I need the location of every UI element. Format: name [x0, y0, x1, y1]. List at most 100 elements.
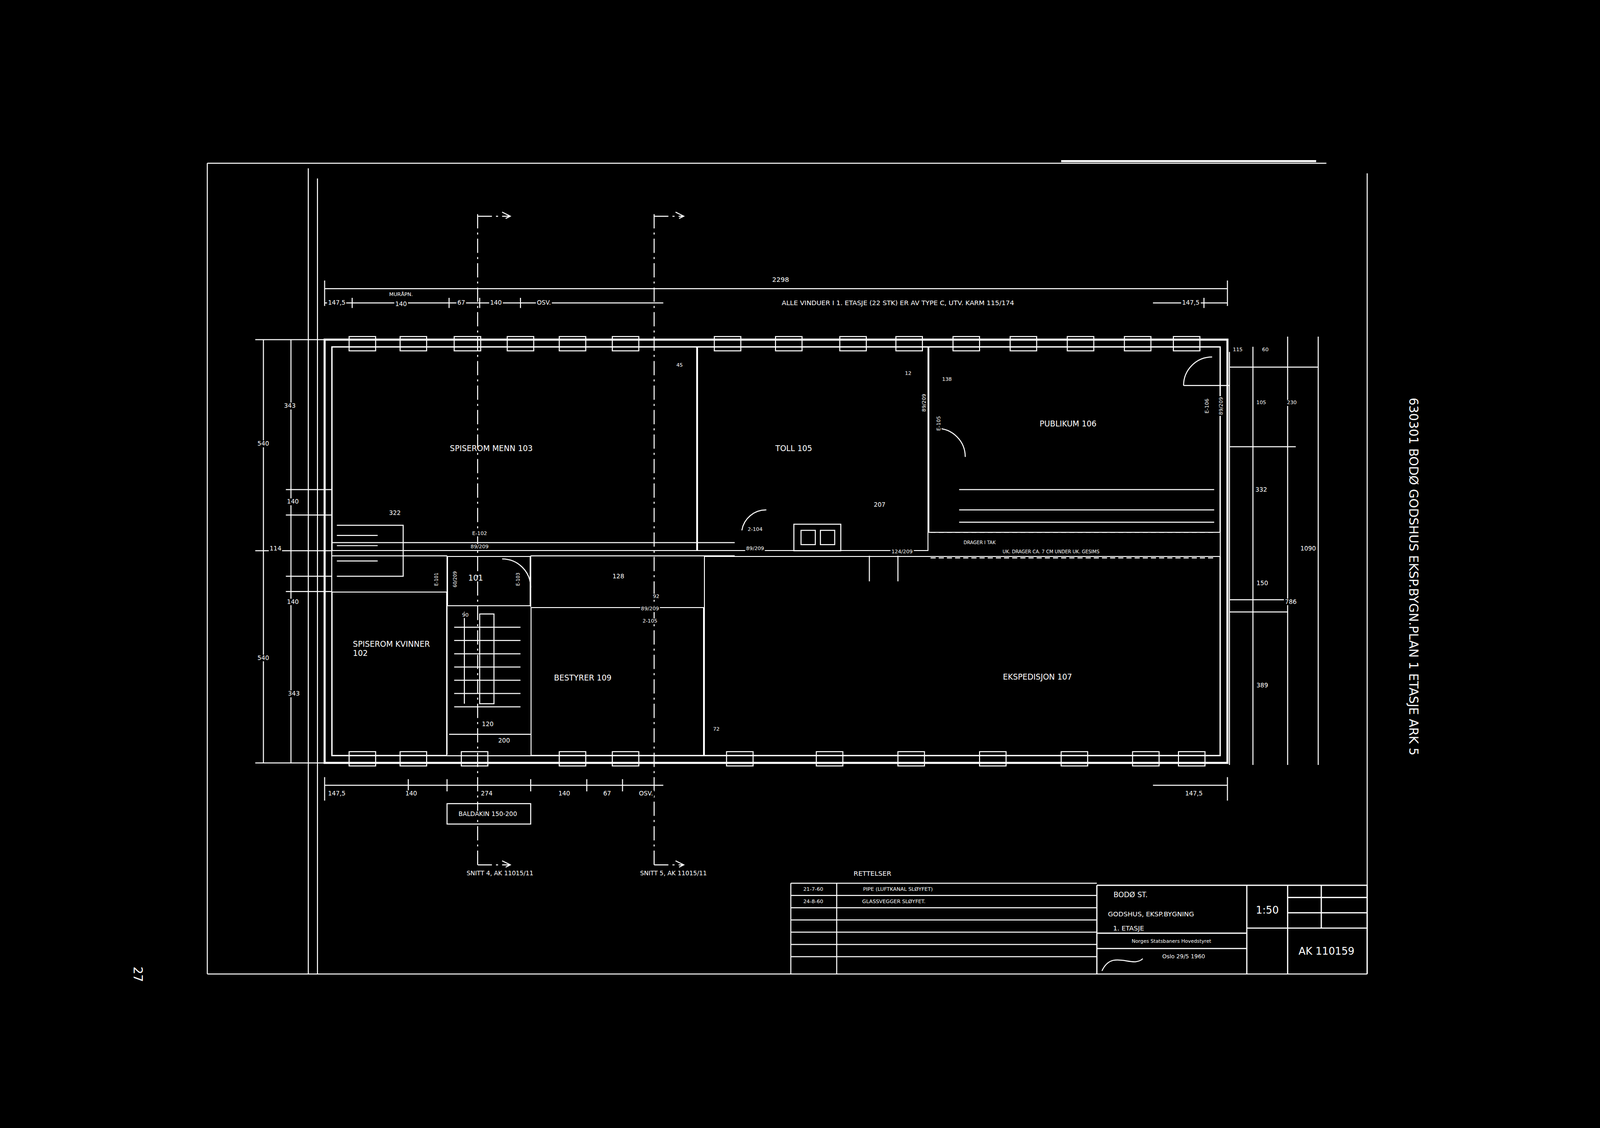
room-label: TOLL 105: [775, 443, 813, 454]
section-line: [477, 212, 684, 870]
drawing-annotation: Norges Statsbaners Hovedstyret: [1130, 938, 1213, 945]
drawing-annotation: 89/209: [921, 393, 928, 413]
room-outline: BESTYRER 109: [530, 607, 704, 757]
door-swing: [502, 357, 1213, 588]
signature: [1101, 958, 1143, 972]
drawing-annotation: 2298: [771, 276, 791, 284]
drawing-annotation: 540: [256, 440, 271, 448]
dimension-line: [324, 280, 1228, 308]
drawing-annotation: 120: [480, 721, 495, 729]
drawing-annotation: 67: [456, 299, 466, 307]
drawing-annotation: 89/209: [745, 546, 765, 552]
drawing-annotation: 1090: [1299, 545, 1317, 553]
drawing-annotation: 92: [651, 594, 661, 600]
room-outline: TOLL 105: [697, 346, 929, 551]
drawing-annotation: E-106: [1204, 397, 1210, 415]
room-outline: EKSPEDISJON 107: [703, 556, 1221, 756]
drawing-annotation: 207: [872, 501, 887, 509]
drawing-annotation: Oslo 29/5 1960: [1161, 953, 1207, 961]
drawing-annotation: 274: [479, 790, 494, 798]
drawing-annotation: 150: [1255, 580, 1270, 588]
drawing-annotation: 128: [611, 573, 626, 580]
girder-line: [930, 532, 1215, 558]
drawing-annotation: BALDAKIN 150-200: [457, 810, 518, 818]
drawing-annotation: 45: [675, 362, 684, 369]
drawing-annotation: 200: [497, 737, 511, 745]
drawing-annotation: SNITT 4, AK 11015/11: [465, 870, 535, 877]
drawing-annotation: E-102: [471, 531, 488, 537]
drawing-annotation: 89/209: [640, 606, 660, 612]
drawing-annotation: 60: [1261, 347, 1270, 353]
drawing-annotation: 147,5: [327, 790, 347, 798]
drawing-annotation: 230: [1286, 400, 1298, 406]
outer-wall: [324, 339, 1228, 764]
outer-wall: [331, 346, 1221, 756]
drawing-annotation: 124/209: [890, 549, 914, 555]
drawing-annotation: E-103: [515, 572, 522, 588]
title-block: [1096, 885, 1368, 975]
room-outline: SPISEROM KVINNER 102: [331, 591, 448, 756]
drawing-annotation: 1:50: [1255, 904, 1280, 917]
drawing-annotation: UK. DRAGER CA. 7 CM UNDER UK. GESIMS: [1001, 549, 1101, 555]
drawing-annotation: 89/209: [1218, 396, 1225, 417]
drawing-annotation: 343: [282, 402, 297, 410]
drawing-annotation: SNITT 5, AK 11015/11: [639, 870, 708, 877]
drawing-annotation: GODSHUS, EKSP.BYGNING: [1107, 910, 1196, 918]
chimney-symbol: [793, 524, 841, 551]
room-label: BESTYRER 109: [553, 673, 612, 683]
drawing-annotation: BODØ ST.: [1112, 891, 1149, 899]
drawing-annotation: AK 110159: [1297, 945, 1356, 957]
drawing-annotation: RETTELSER: [852, 870, 892, 878]
drawing-annotation: MURÅPN.: [388, 291, 414, 298]
drawing-annotation: 2-104: [746, 526, 764, 533]
drawing-annotation: 140: [286, 498, 300, 506]
drawing-annotation: 60/209: [452, 570, 458, 589]
drawing-annotation: 24-8-60: [802, 899, 825, 905]
drawing-annotation: GLASSVEGGER SLØYFET.: [861, 899, 927, 905]
drawing-annotation: 389: [1255, 682, 1270, 690]
drawing-annotation: OSV.: [536, 299, 553, 307]
drawing-annotation: 67: [602, 790, 612, 798]
drawing-annotation: 147,5: [327, 299, 347, 307]
stair-symbol: [448, 612, 531, 735]
room-label: EKSPEDISJON 107: [1002, 672, 1073, 682]
revision-table: [790, 883, 1097, 975]
drawing-annotation: 140: [286, 598, 300, 606]
sheet-frame: [207, 163, 1367, 975]
drawing-annotation: 27: [130, 965, 145, 984]
drawing-annotation: ALLE VINDUER I 1. ETASJE (22 STK) ER AV …: [781, 299, 1016, 307]
drawing-annotation: 140: [394, 300, 408, 308]
drawing-annotation: 89/209: [469, 544, 490, 550]
drawing-annotation: PIPE (LUFTKANAL SLØYFET): [862, 886, 934, 893]
dimension-line: [1183, 336, 1319, 766]
drawing-annotation: E-105: [936, 415, 942, 432]
room-label: PUBLIKUM 106: [1039, 419, 1097, 429]
window-symbol: [349, 336, 1205, 767]
drawing-annotation: DRAGER I TAK: [962, 540, 997, 546]
drawing-annotation: 332: [1254, 486, 1269, 494]
room-outline: SPISEROM MENN 103: [331, 346, 698, 551]
drawing-annotation: 138: [941, 376, 953, 383]
room-label: SPISEROM KVINNER 102: [353, 639, 435, 659]
drawing-annotation: 140: [489, 299, 503, 307]
drawing-annotation: 105: [1255, 400, 1267, 406]
drawing-annotation: E-101: [434, 572, 440, 588]
drawing-annotation: 2-105: [641, 618, 658, 625]
drawing-annotation: 1. ETASJE: [1112, 924, 1146, 933]
drawing-annotation: 630301 BODØ GODSHUS EKSP.BYGN.PLAN 1 ETA…: [1406, 396, 1421, 757]
room-label: SPISEROM MENN 103: [449, 443, 533, 454]
dimension-line: [255, 339, 332, 764]
counter-line: [958, 489, 1215, 523]
inner-wall: [331, 542, 735, 756]
drawing-annotation: 147,5: [1184, 790, 1204, 798]
drawing-annotation: 540: [256, 654, 271, 662]
drawing-annotation: 343: [286, 690, 301, 698]
drawing-annotation: 140: [404, 790, 419, 798]
drawing-annotation: 115: [1231, 347, 1244, 353]
drawing-annotation: 147,5: [1181, 299, 1201, 307]
drawing-annotation: OSV.: [637, 790, 654, 798]
drawing-annotation: 72: [712, 726, 721, 733]
sheet-frame: [1061, 160, 1317, 162]
drawing-annotation: 90: [461, 612, 470, 619]
